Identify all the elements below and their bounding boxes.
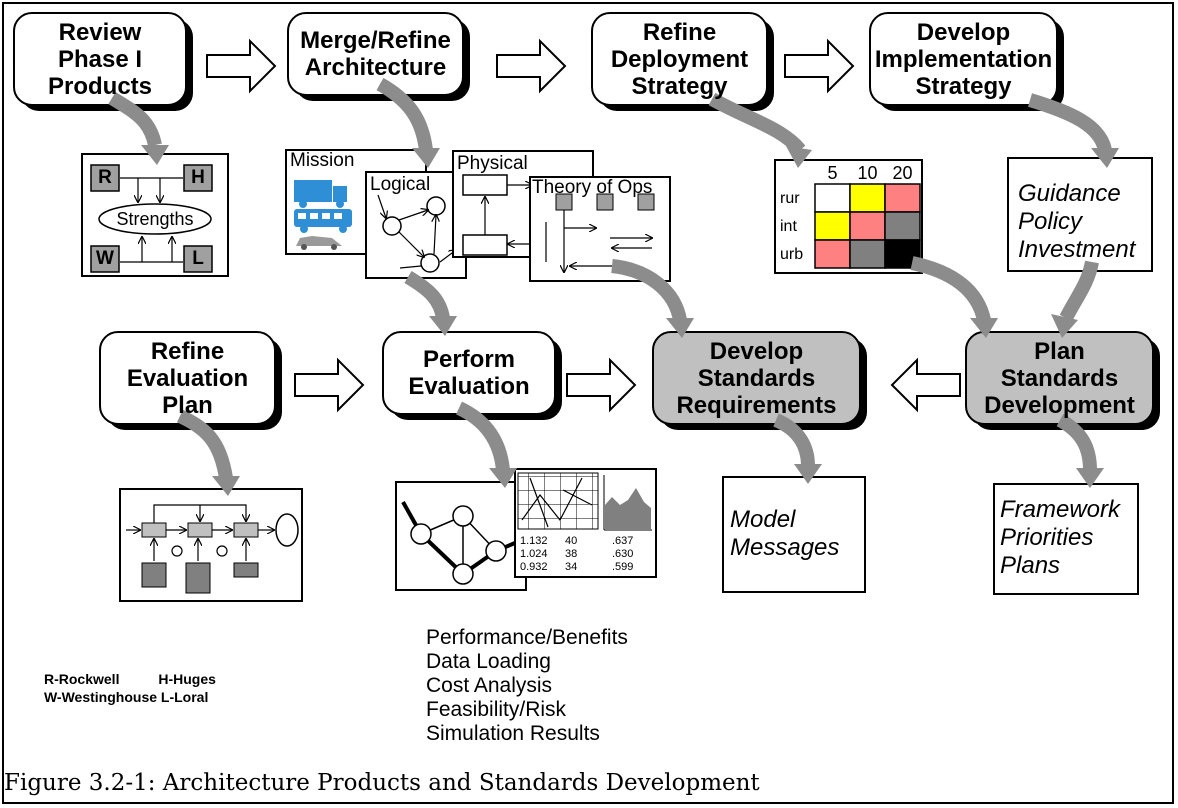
swot-diagram xyxy=(81,153,229,277)
physical-label: Physical xyxy=(457,153,528,174)
matrix-cell xyxy=(884,211,921,241)
mission-label: Mission xyxy=(290,150,355,171)
eval-table-cell: 0.932 xyxy=(520,561,548,573)
curved-arrow-plan-framework xyxy=(1056,413,1097,471)
eval-table-cell: 38 xyxy=(565,548,578,560)
matrix-row-label: urb xyxy=(780,246,804,263)
flow-arrow-4 xyxy=(294,357,365,413)
eval-table-cell: .637 xyxy=(612,535,634,547)
guidance-text: Guidance Policy Investment xyxy=(1018,180,1136,263)
process-label-standards-req: Develop Standards Requirements xyxy=(676,337,837,419)
network-graph xyxy=(401,501,523,585)
evaluation-results xyxy=(395,468,657,591)
eval-table-cell: 40 xyxy=(565,535,578,547)
matrix-cell xyxy=(814,239,851,269)
process-box-merge xyxy=(287,12,470,101)
process-label-review: Review Phase I Products xyxy=(47,18,152,100)
curved-arrow-standards-model xyxy=(772,413,815,467)
eval-list-item: Simulation Results xyxy=(426,722,600,745)
legend-line-2: W-Westinghouse L-Loral xyxy=(44,689,209,705)
process-label-merge: Merge/Refine Architecture xyxy=(300,27,451,81)
matrix-cell xyxy=(849,183,886,213)
eval-list-item: Data Loading xyxy=(426,650,551,673)
curved-arrow-matrix-standards xyxy=(910,256,991,322)
process-label-implement: Develop Implementation Strategy xyxy=(874,18,1053,100)
guidance-box xyxy=(1007,157,1153,272)
evaluation-plan-diagram xyxy=(119,488,303,602)
model-messages-box xyxy=(722,476,866,593)
process-box-standards-req xyxy=(652,331,867,430)
flow-arrow-6-left xyxy=(890,357,961,413)
swot-label-w: W xyxy=(96,248,114,269)
framework-text: Framework Priorities Plans xyxy=(1000,496,1121,579)
curved-arrow-review-swot xyxy=(108,92,162,147)
swot-center-label: Strengths xyxy=(116,209,194,229)
eval-table-cell: .599 xyxy=(612,561,634,573)
architecture-views xyxy=(285,149,671,282)
curved-arrow-implement-guidance xyxy=(1027,93,1112,153)
flow-arrow-5 xyxy=(566,357,637,413)
process-label-deploy: Refine Deployment Strategy xyxy=(610,18,749,100)
curved-arrow-theory-standards xyxy=(611,259,687,322)
curved-arrow-merge-arch xyxy=(376,77,433,152)
flow-arrow-3 xyxy=(784,38,855,94)
curved-arrow-refine-evalplan xyxy=(176,409,233,480)
flow-arrow-1 xyxy=(206,38,277,94)
model-messages-text: Model Messages xyxy=(730,506,840,561)
legend-line-1: R-Rockwell H-Huges xyxy=(44,671,216,687)
eval-list-item: Cost Analysis xyxy=(426,674,553,697)
matrix-col-label: 10 xyxy=(857,163,878,183)
matrix-cell xyxy=(884,183,921,213)
figure-caption: Figure 3.2-1: Architecture Products and … xyxy=(4,770,760,796)
car-icon xyxy=(296,236,342,250)
matrix-cell xyxy=(814,183,851,213)
framework-box xyxy=(993,483,1139,595)
process-box-perform-eval xyxy=(382,331,562,420)
bus-icon xyxy=(294,209,352,233)
process-box-deploy xyxy=(591,12,774,111)
curved-arrow-perform-results xyxy=(455,401,510,471)
matrix-row-label: rur xyxy=(780,190,800,207)
truck-icon xyxy=(294,180,347,208)
matrix-cell xyxy=(849,211,886,241)
eval-list-item: Performance/Benefits xyxy=(426,626,628,649)
evaluation-list: Performance/Benefits Data Loading Cost A… xyxy=(426,626,628,746)
process-label-perform-eval: Perform Evaluation xyxy=(408,346,530,400)
swot-label-h: H xyxy=(191,167,205,188)
curved-arrow-logical-perform xyxy=(404,270,450,320)
eval-table-cell: 1.024 xyxy=(520,548,548,560)
matrix-col-label: 5 xyxy=(827,163,838,183)
eval-table-cell: 34 xyxy=(565,561,578,573)
process-box-refine-eval xyxy=(99,331,282,430)
flow-arrow-2 xyxy=(496,38,567,94)
curved-arrow-guidance-plan xyxy=(1059,260,1099,322)
eval-table-cell: 1.132 xyxy=(520,535,548,547)
process-box-plan-standards xyxy=(965,331,1160,430)
matrix-cell xyxy=(814,211,851,241)
process-box-review xyxy=(13,12,193,111)
matrix-cell xyxy=(849,239,886,269)
process-box-implement xyxy=(869,12,1064,111)
logical-label: Logical xyxy=(370,174,431,195)
deployment-matrix xyxy=(774,159,923,274)
swot-label-r: R xyxy=(98,167,112,188)
matrix-col-label: 20 xyxy=(892,163,913,183)
eval-list-item: Feasibility/Risk xyxy=(426,698,567,721)
eval-table-cell: .630 xyxy=(612,548,634,560)
matrix-row-label: int xyxy=(780,218,797,235)
swot-label-l: L xyxy=(192,248,204,269)
process-label-plan-standards: Plan Standards Development xyxy=(984,337,1135,419)
process-label-refine-eval: Refine Evaluation Plan xyxy=(126,337,249,419)
curved-arrow-deploy-matrix xyxy=(708,92,806,155)
theory-of-ops-label: Theory of Ops xyxy=(532,177,653,198)
